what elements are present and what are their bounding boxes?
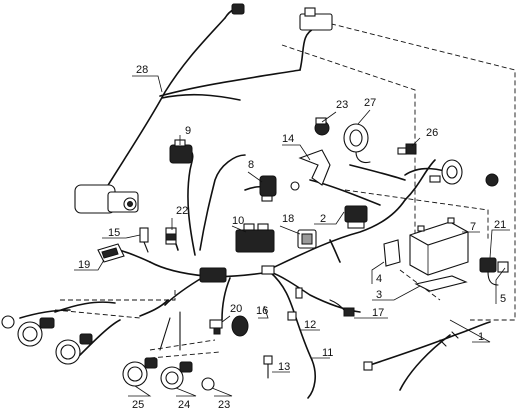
callout-14: 14 — [282, 133, 294, 145]
starter-relay — [479, 257, 509, 286]
callout-20: 20 — [230, 303, 242, 315]
callout-18: 18 — [282, 213, 294, 225]
battery-tray — [414, 275, 468, 292]
harness-end-terminal — [363, 361, 373, 371]
callout-leaders — [74, 75, 510, 397]
callout-12: 12 — [304, 319, 316, 331]
bracket-14 — [290, 149, 331, 191]
callout-labels: 1 2 3 4 5 7 8 9 10 11 12 13 14 15 16 17 … — [78, 64, 506, 411]
harness-branch-1 — [369, 321, 491, 391]
callout-10: 10 — [232, 215, 244, 227]
bracket-4 — [383, 239, 401, 267]
callout-21: 21 — [494, 219, 506, 231]
connector-20 — [209, 319, 223, 335]
clip-12 — [287, 287, 303, 321]
relay-18 — [297, 229, 317, 249]
callout-8: 8 — [248, 159, 254, 171]
connector-8 — [259, 175, 277, 202]
callout-24: 24 — [178, 399, 190, 411]
callout-11: 11 — [322, 347, 333, 359]
callout-7: 7 — [470, 221, 476, 233]
callout-27: 27 — [364, 97, 376, 109]
flasher-lamp-19 — [97, 243, 125, 263]
callout-26: 26 — [426, 127, 438, 139]
callout-28: 28 — [136, 64, 148, 76]
assembly-dashed-lines — [54, 15, 516, 359]
harness-junction — [199, 265, 275, 283]
starter-motor — [74, 184, 139, 214]
callout-4: 4 — [376, 273, 382, 285]
bulb-socket-top — [314, 117, 330, 136]
callout-2: 2 — [320, 213, 326, 225]
connector-26 — [397, 143, 417, 155]
headlamp-bulb — [343, 123, 371, 164]
callout-17: 17 — [372, 307, 384, 319]
connector-13 — [263, 355, 273, 379]
callout-16: 16 — [256, 305, 268, 317]
sensor-17 — [329, 299, 355, 317]
coil-16 — [231, 315, 249, 337]
regulator-module — [235, 223, 275, 253]
sensor-15 — [139, 227, 149, 253]
callout-19: 19 — [78, 259, 90, 271]
callout-13: 13 — [278, 361, 290, 373]
callout-9: 9 — [185, 125, 191, 137]
connector-22 — [165, 227, 177, 245]
harness-top-connector — [231, 3, 333, 31]
callout-15: 15 — [108, 227, 120, 239]
callout-5: 5 — [500, 293, 506, 305]
fuse-box — [344, 205, 368, 229]
rear-turn-signals — [122, 311, 215, 391]
callout-1: 1 — [478, 331, 484, 343]
callout-23-bottom: 23 — [218, 399, 230, 411]
callout-3: 3 — [376, 289, 382, 301]
ignition-switch — [169, 139, 193, 164]
callout-22: 22 — [176, 205, 188, 217]
front-turn-signals — [1, 315, 93, 365]
callout-25: 25 — [132, 399, 144, 411]
battery — [409, 217, 469, 276]
callout-23-top: 23 — [336, 99, 348, 111]
tail-lamp-bulb — [429, 159, 499, 187]
